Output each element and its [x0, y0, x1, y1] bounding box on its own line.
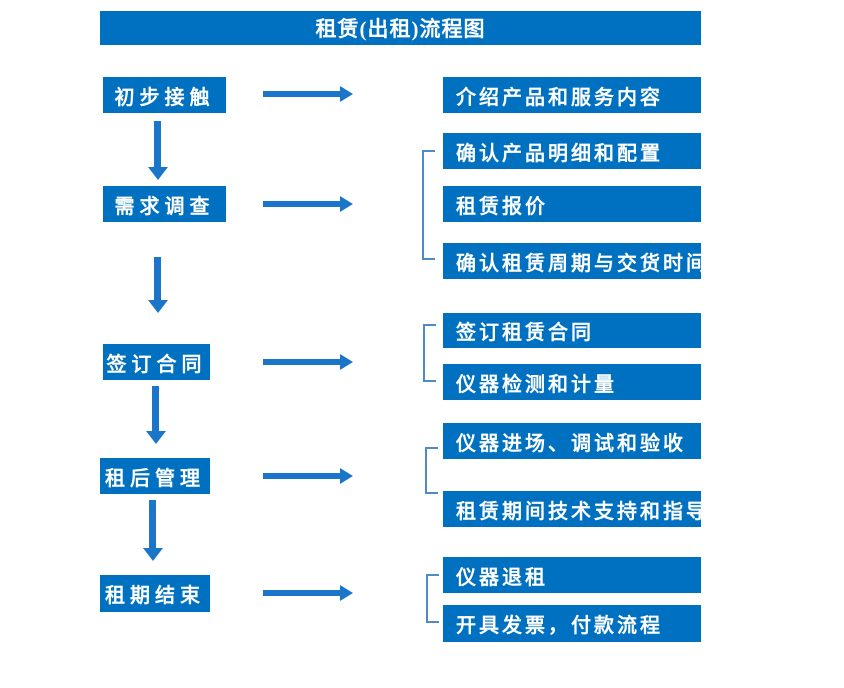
detail-label: 仪器退租 — [456, 566, 548, 589]
step-box-demand-survey: 需求调查 — [103, 186, 226, 222]
step-label: 租期结束 — [105, 585, 205, 607]
arrow-right-1 — [263, 86, 353, 102]
detail-box: 仪器进场、调试和验收 — [443, 423, 701, 459]
step-box-sign-contract: 签订合同 — [103, 344, 210, 380]
arrow-right-2 — [263, 196, 353, 212]
detail-label: 租赁期间技术支持和指导 — [456, 500, 709, 523]
arrow-shaft — [152, 386, 159, 431]
arrow-down-4 — [143, 500, 163, 561]
detail-label: 仪器进场、调试和验收 — [456, 432, 686, 455]
arrow-shaft — [154, 257, 161, 300]
title-banner: 租赁(出租)流程图 — [100, 11, 701, 45]
arrow-head-icon — [340, 354, 353, 370]
detail-label: 确认租赁周期与交货时间 — [456, 252, 709, 275]
step-label: 签订合同 — [106, 353, 207, 376]
arrow-shaft — [263, 201, 341, 207]
arrow-head-icon — [148, 167, 168, 180]
detail-box: 确认租赁周期与交货时间 — [443, 243, 706, 279]
arrow-down-1 — [148, 121, 168, 180]
detail-box: 仪器退租 — [443, 557, 701, 593]
detail-label: 开具发票，付款流程 — [456, 615, 663, 637]
detail-label: 确认产品明细和配置 — [456, 142, 663, 165]
arrow-head-icon — [143, 548, 163, 561]
arrow-right-5 — [263, 585, 353, 601]
detail-box: 介绍产品和服务内容 — [443, 77, 701, 113]
detail-label: 仪器检测和计量 — [456, 373, 617, 396]
arrow-head-icon — [340, 86, 353, 102]
step-label: 需求调查 — [114, 195, 215, 218]
step-box-rental-end: 租期结束 — [100, 575, 210, 612]
arrow-head-icon — [340, 468, 353, 484]
arrow-shaft — [154, 121, 161, 167]
detail-box: 确认产品明细和配置 — [443, 133, 701, 169]
detail-box: 租赁期间技术支持和指导 — [443, 491, 706, 527]
arrow-shaft — [263, 473, 341, 479]
bracket-group-post-rental — [425, 447, 438, 494]
arrow-shaft — [263, 590, 341, 596]
arrow-down-3 — [146, 386, 166, 444]
arrow-shaft — [263, 91, 341, 97]
detail-label: 租赁报价 — [456, 195, 548, 218]
detail-label: 介绍产品和服务内容 — [456, 86, 663, 109]
arrow-head-icon — [148, 300, 168, 313]
arrow-head-icon — [340, 196, 353, 212]
step-label: 初步接触 — [114, 86, 215, 109]
arrow-shaft — [149, 500, 156, 548]
arrow-down-2 — [148, 257, 168, 313]
arrow-right-4 — [263, 468, 353, 484]
arrow-head-icon — [340, 585, 353, 601]
arrow-shaft — [263, 359, 341, 365]
detail-box: 仪器检测和计量 — [443, 364, 701, 400]
page-title: 租赁(出租)流程图 — [315, 17, 486, 41]
bracket-group-demand-survey — [422, 150, 435, 260]
detail-box: 开具发票，付款流程 — [443, 605, 701, 642]
step-box-post-rental: 租后管理 — [100, 458, 210, 494]
bracket-group-rental-end — [426, 574, 439, 623]
step-label: 租后管理 — [105, 467, 205, 490]
step-box-initial-contact: 初步接触 — [103, 77, 226, 113]
detail-label: 签订租赁合同 — [456, 322, 594, 344]
bracket-group-sign-contract — [423, 324, 436, 382]
arrow-right-3 — [263, 354, 353, 370]
detail-box: 签订租赁合同 — [443, 313, 701, 348]
detail-box: 租赁报价 — [443, 186, 701, 222]
arrow-head-icon — [146, 431, 166, 444]
